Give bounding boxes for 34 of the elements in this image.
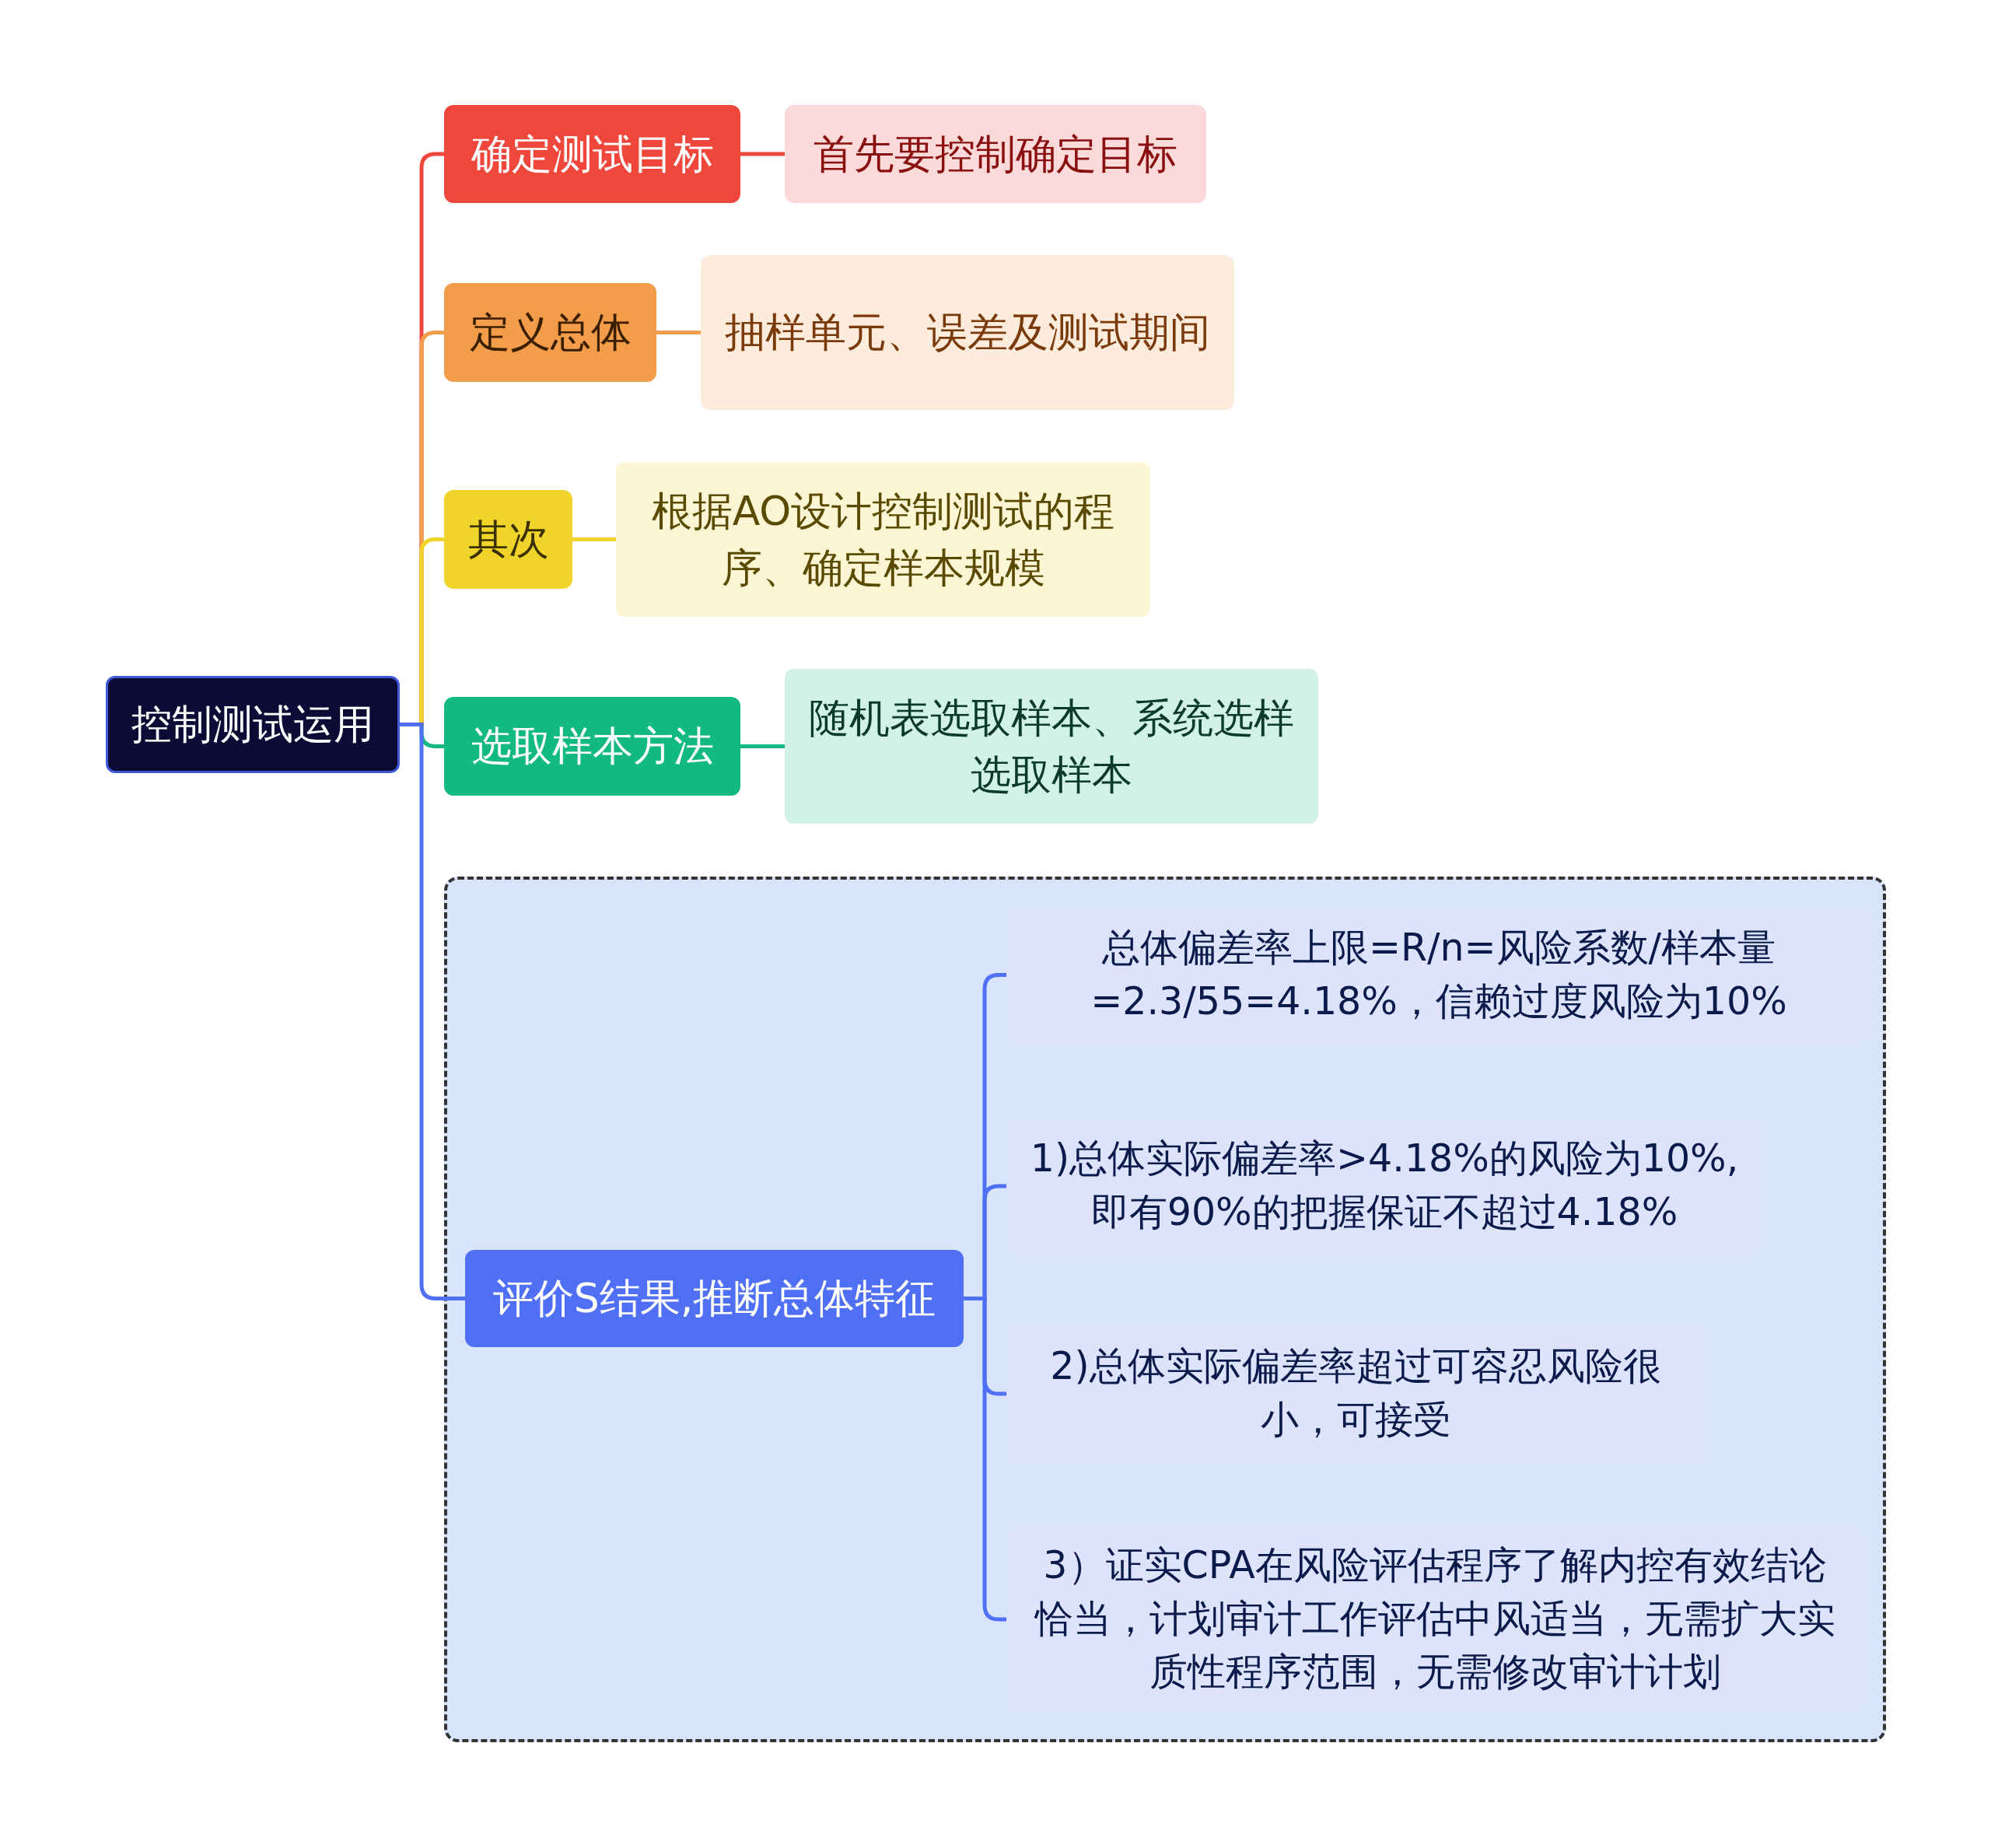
topic-box [444, 490, 572, 589]
detail-box [1006, 1528, 1863, 1711]
node-text: 其次 [467, 515, 549, 565]
detail-box [701, 255, 1234, 410]
detail-box [1006, 1118, 1762, 1254]
connector-line [740, 744, 785, 748]
node-text: 确定测试目标 [471, 129, 714, 179]
topic-box [444, 283, 656, 382]
node-text: 抽样单元、误差及测试期间 [725, 308, 1210, 358]
topic-box [465, 1250, 964, 1347]
detail-box [616, 462, 1150, 617]
node-text: 3）证实CPA在风险评估程序了解内控有效结论恰当，计划审计工作评估中风适当，无需扩大实质性程序范围，无需修改审计计划 [1034, 1542, 1836, 1696]
connector-line [740, 152, 785, 156]
node-text: 控制测试运用 [131, 700, 374, 750]
root-topic [106, 676, 400, 773]
node-text: 1)总体实际偏差率>4.18%的风险为10%,即有90%的把握保证不超过4.18% [1029, 1136, 1740, 1236]
node-text: 评价S结果,推断总体特征 [492, 1274, 936, 1324]
node-text: 定义总体 [469, 308, 632, 358]
detail-box [785, 105, 1206, 203]
node-text: 根据AO设计控制测试的程序、确定样本规模 [650, 486, 1116, 593]
connector-line [656, 331, 701, 334]
connector-line [572, 537, 616, 541]
detail-box [1006, 908, 1871, 1042]
node-text: 选取样本方法 [471, 722, 714, 772]
node-text: 首先要控制确定目标 [814, 129, 1177, 179]
node-text: 总体偏差率上限=R/n=风险系数/样本量=2.3/55=4.18%，信赖过度风险为10% [1090, 924, 1788, 1025]
group-frame [444, 877, 1886, 1742]
topic-box [444, 697, 740, 796]
node-text: 随机表选取样本、系统选样选取样本 [808, 693, 1295, 800]
detail-box [1006, 1324, 1705, 1464]
connector-line [400, 723, 465, 1300]
topic-box [444, 105, 740, 203]
detail-box [785, 669, 1318, 824]
node-text: 2)总体实际偏差率超过可容忍风险很小，可接受 [1049, 1343, 1662, 1444]
